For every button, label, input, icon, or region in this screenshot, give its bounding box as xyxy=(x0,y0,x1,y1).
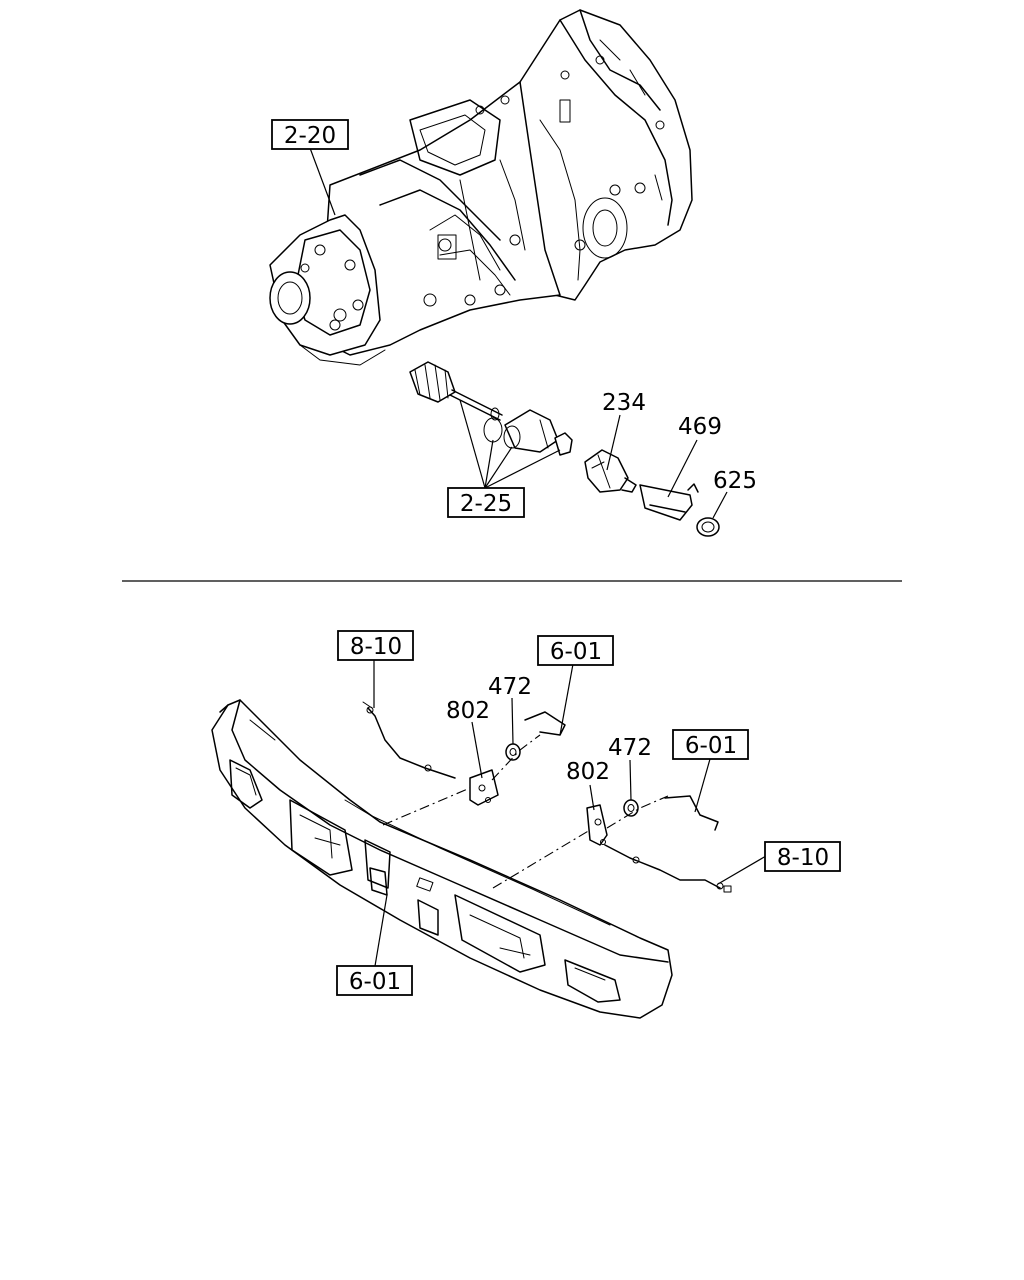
sensor-clip xyxy=(639,483,699,521)
left-bracket-assembly xyxy=(362,701,566,826)
part-number-469: 469 xyxy=(678,414,722,440)
front-bumper xyxy=(211,699,673,1019)
speedometer-driven-gear xyxy=(409,361,573,456)
callout-2-25: 2-25 xyxy=(447,487,525,518)
part-number-802-right: 802 xyxy=(566,759,610,785)
speed-sensor xyxy=(584,449,637,493)
top-leader-lines xyxy=(309,147,728,519)
part-number-802-left: 802 xyxy=(446,698,490,724)
callout-8-10-left-text: 8-10 xyxy=(350,634,402,660)
callout-6-01-top-left-text: 6-01 xyxy=(550,639,602,665)
part-number-472-right: 472 xyxy=(608,735,652,761)
callout-8-10-right-text: 8-10 xyxy=(777,845,829,871)
callout-8-10-left: 8-10 xyxy=(337,630,414,661)
transmission-assembly xyxy=(269,9,693,366)
right-bracket-assembly xyxy=(492,795,732,893)
callout-6-01-bottom-text: 6-01 xyxy=(349,969,401,995)
bottom-leader-lines xyxy=(373,659,767,967)
connector-cap xyxy=(696,517,720,537)
callout-6-01-right: 6-01 xyxy=(672,729,749,760)
callout-2-20: 2-20 xyxy=(271,119,349,150)
callout-6-01-right-text: 6-01 xyxy=(685,733,737,759)
part-number-234: 234 xyxy=(602,390,646,416)
callout-2-25-text: 2-25 xyxy=(460,491,512,517)
part-number-472-left: 472 xyxy=(488,674,532,700)
callout-2-20-text: 2-20 xyxy=(284,123,336,149)
callout-6-01-bottom: 6-01 xyxy=(336,965,413,996)
part-number-625: 625 xyxy=(713,468,757,494)
callout-6-01-top-left: 6-01 xyxy=(537,635,614,666)
callout-8-10-right: 8-10 xyxy=(764,841,841,872)
